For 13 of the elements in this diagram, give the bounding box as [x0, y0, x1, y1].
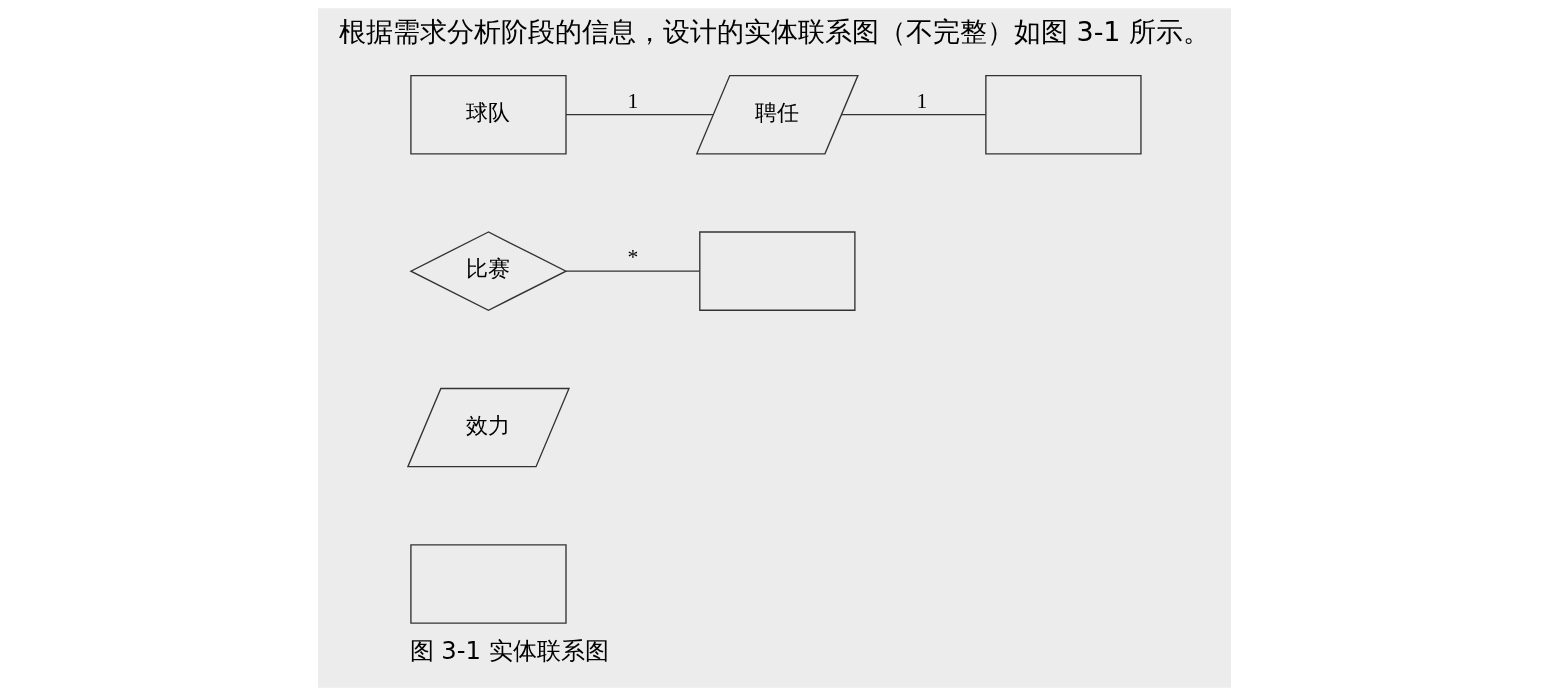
- node-box: [698, 231, 856, 311]
- node-diamond: 比赛: [408, 231, 567, 311]
- diagram-title: 根据需求分析阶段的信息，设计的实体联系图（不完整）如图 3-1 所示。: [338, 15, 1210, 47]
- connector: [564, 114, 714, 116]
- edge-label: *: [627, 245, 638, 270]
- node-box: [409, 544, 567, 624]
- node-box: 球队: [409, 74, 567, 155]
- connector: [840, 114, 986, 116]
- edge-label: 1: [915, 88, 927, 113]
- connector: [564, 270, 700, 272]
- node-box: [984, 74, 1142, 155]
- caption: 图 3-1 实体联系图: [409, 635, 609, 665]
- edge-label: 1: [627, 88, 638, 113]
